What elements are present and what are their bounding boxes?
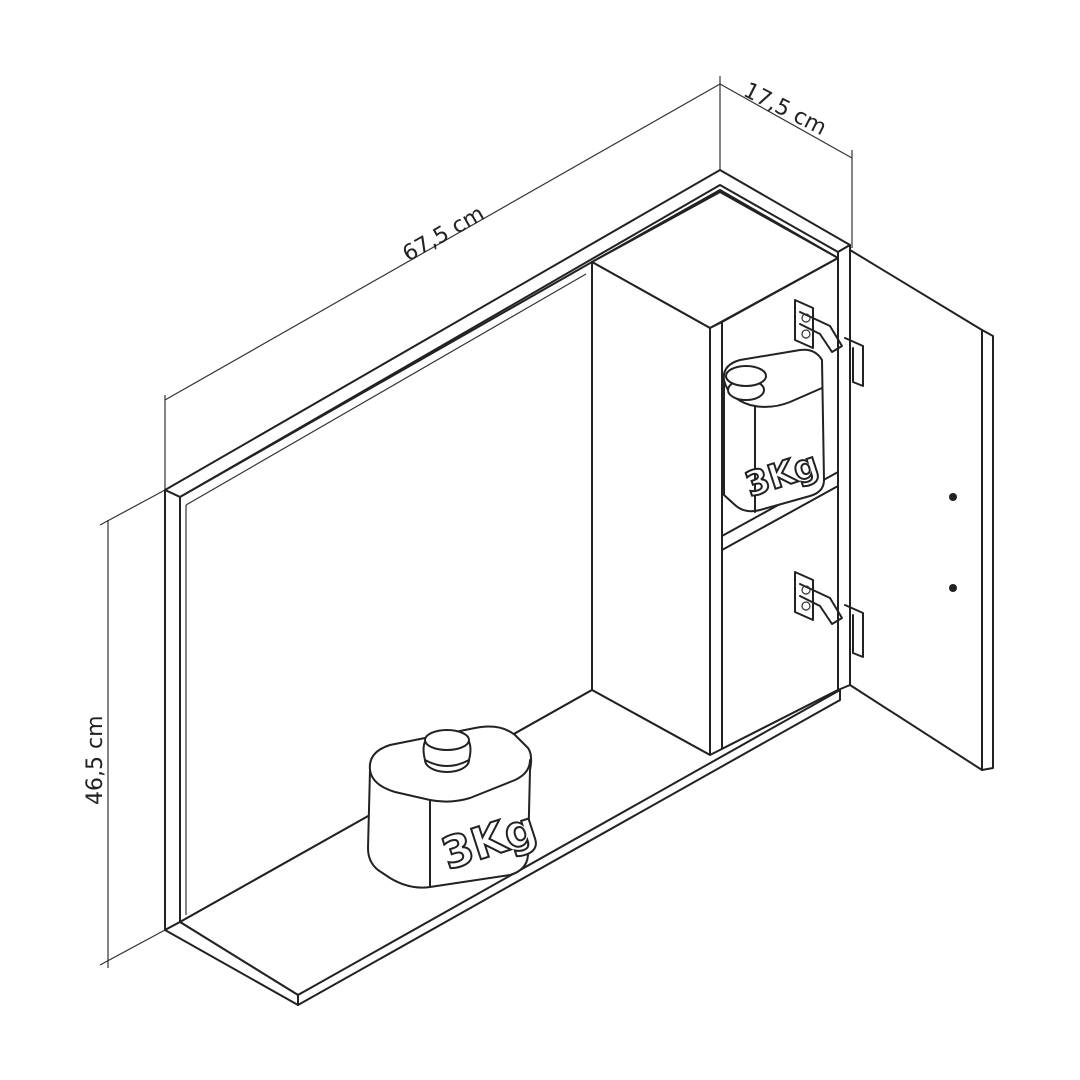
height-label: 46,5 cm [83, 715, 108, 805]
weight-inner: 3Kg [722, 348, 825, 513]
hinge-icon [794, 571, 864, 658]
handle-hole-icon [949, 493, 957, 501]
open-door [849, 249, 994, 771]
handle-hole-icon [949, 584, 957, 592]
cabinet [164, 169, 851, 1006]
height-dimension: 46,5 cm [83, 489, 166, 968]
weight-bottom: 3Kg [367, 725, 544, 889]
depth-label: 17,5 cm [739, 78, 830, 141]
width-label: 67,5 cm [399, 201, 489, 267]
hinge-icon [794, 299, 864, 387]
